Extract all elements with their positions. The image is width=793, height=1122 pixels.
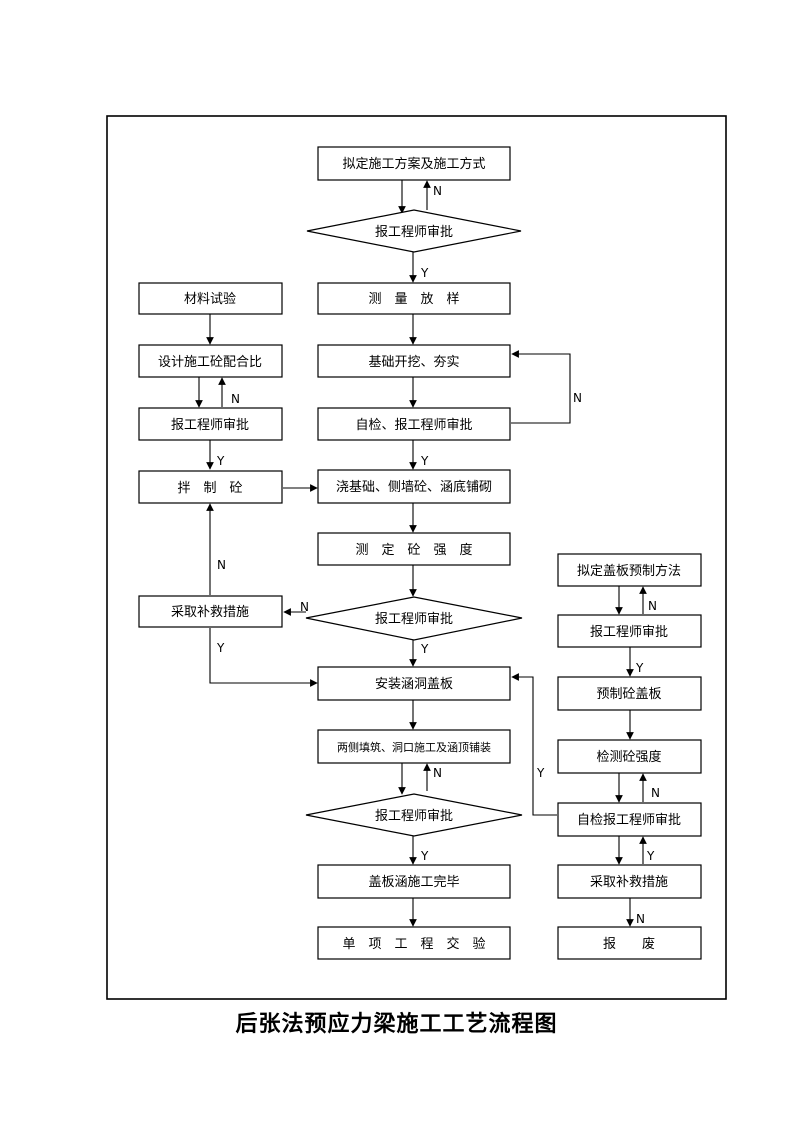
node-prefab: 预制砼盖板: [557, 676, 702, 711]
diagram-frame: [106, 115, 727, 1000]
node-scrap: 报 废: [557, 926, 702, 960]
node-scrap-label: 报 废: [603, 936, 655, 952]
node-slab-strength-label: 检测砼强度: [596, 749, 661, 765]
decision-approve3-label: 报工程师审批: [375, 809, 453, 824]
node-handover: 单 项 工 程 交 验: [317, 926, 511, 960]
label-no: N: [300, 600, 309, 614]
label-no: N: [573, 391, 582, 405]
node-handover-label: 单 项 工 程 交 验: [342, 936, 485, 952]
label-yes: Y: [635, 661, 644, 675]
node-approve-slab-label: 报工程师审批: [590, 625, 668, 640]
node-material-label: 材料试验: [184, 291, 236, 307]
node-prefab-label: 预制砼盖板: [596, 687, 661, 702]
label-no: N: [231, 392, 240, 406]
decision-approve2-label: 报工程师审批: [375, 612, 453, 627]
node-survey-label: 测 量 放 样: [368, 292, 459, 307]
node-approve-mix-label: 报工程师审批: [171, 418, 249, 433]
node-slab-selfcheck-label: 自检报工程师审批: [577, 813, 681, 828]
label-yes: Y: [536, 766, 545, 780]
edge-remedy-install-yes: [209, 628, 318, 687]
node-backfill: 两侧填筑、洞口施工及涵顶铺装: [317, 729, 511, 764]
label-no: N: [636, 912, 645, 926]
node-approve-mix: 报工程师审批: [138, 407, 283, 441]
node-install: 安装涵洞盖板: [317, 666, 511, 701]
node-plan: 拟定施工方案及施工方式: [317, 146, 511, 181]
node-plan-label: 拟定施工方案及施工方式: [342, 156, 485, 172]
node-mix: 设计施工砼配合比: [138, 344, 283, 378]
node-slab-plan-label: 拟定盖板预制方法: [577, 563, 681, 579]
label-yes: Y: [420, 266, 429, 280]
label-no: N: [648, 599, 657, 613]
decision-approve3: 报工程师审批: [305, 793, 523, 837]
node-selfcheck1-label: 自检、报工程师审批: [355, 418, 472, 433]
edges: [195, 180, 647, 927]
node-strength-label: 测 定 砼 强 度: [355, 542, 472, 558]
edge-slabselfcheck-install-yes: [511, 673, 557, 816]
label-yes: Y: [216, 641, 225, 655]
node-pour: 浇基础、侧墙砼、涵底铺砌: [317, 469, 511, 504]
node-mixing: 拌 制 砼: [138, 470, 283, 504]
label-no: N: [217, 558, 226, 572]
node-slab-plan: 拟定盖板预制方法: [557, 553, 702, 587]
node-remedy-right-label: 采取补救措施: [590, 874, 668, 890]
node-pour-label: 浇基础、侧墙砼、涵底铺砌: [336, 479, 492, 495]
node-slab-strength: 检测砼强度: [557, 739, 702, 774]
label-yes: Y: [420, 849, 429, 863]
label-no: N: [651, 786, 660, 800]
label-yes: Y: [420, 642, 429, 656]
page-title: 后张法预应力梁施工工艺流程图: [235, 1012, 558, 1037]
decision-approve1-label: 报工程师审批: [375, 225, 453, 240]
label-yes: Y: [420, 454, 429, 468]
node-mixing-label: 拌 制 砼: [177, 481, 242, 496]
node-excavate: 基础开挖、夯实: [317, 344, 511, 378]
label-no: N: [433, 766, 442, 780]
edge-selfcheck-excavate-no: [511, 350, 571, 424]
node-excavate-label: 基础开挖、夯实: [368, 355, 459, 370]
decision-approve1: 报工程师审批: [306, 209, 522, 253]
node-remedy-right: 采取补救措施: [557, 864, 702, 899]
node-remedy-left-label: 采取补救措施: [171, 604, 249, 620]
node-install-label: 安装涵洞盖板: [375, 677, 453, 692]
node-selfcheck1: 自检、报工程师审批: [317, 407, 511, 441]
label-no: N: [433, 184, 442, 198]
label-yes: Y: [216, 454, 225, 468]
branch-labels: N Y N Y Y N Y N Y N N Y N Y Y N Y N: [216, 184, 660, 926]
node-remedy-left: 采取补救措施: [138, 595, 283, 628]
label-yes: Y: [646, 849, 655, 863]
node-strength: 测 定 砼 强 度: [317, 532, 511, 566]
node-survey: 测 量 放 样: [317, 282, 511, 315]
node-complete: 盖板涵施工完毕: [317, 864, 511, 899]
node-backfill-label: 两侧填筑、洞口施工及涵顶铺装: [337, 740, 491, 754]
decision-approve2: 报工程师审批: [305, 596, 523, 641]
node-complete-label: 盖板涵施工完毕: [368, 875, 459, 890]
node-material: 材料试验: [138, 282, 283, 315]
node-mix-label: 设计施工砼配合比: [158, 355, 262, 370]
node-approve-slab: 报工程师审批: [557, 614, 702, 648]
node-slab-selfcheck: 自检报工程师审批: [557, 802, 702, 837]
